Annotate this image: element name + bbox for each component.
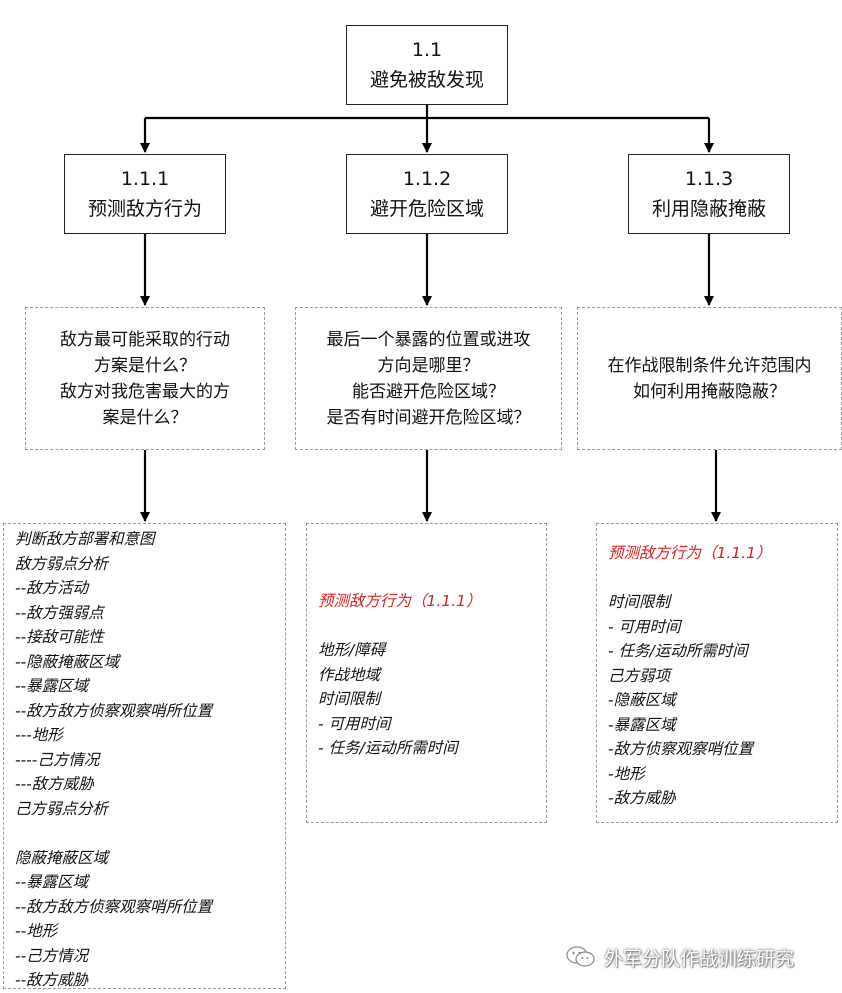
- detail-line: --敌方敌方侦察观察哨所位置: [15, 701, 213, 720]
- question-line: 敌方对我危害最大的方: [60, 381, 230, 402]
- detail-line: -敌方威胁: [608, 789, 676, 807]
- detail-line: 己方弱点分析: [15, 799, 109, 818]
- detail-line: -隐蔽区域: [608, 691, 676, 709]
- question-line: 方案是什么？: [94, 355, 196, 376]
- detail-line: -地形: [608, 764, 645, 783]
- question-line: 敌方最可能采取的行动: [60, 329, 230, 350]
- branch-2-id: 1.1.2: [402, 168, 452, 190]
- watermark: 外军分队作战训练研究: [566, 944, 794, 970]
- question-box-3: 在作战限制条件允许范围内 如何利用掩蔽隐蔽？: [577, 307, 842, 450]
- detail-line: --地形: [15, 922, 58, 940]
- detail-line: 己方弱项: [608, 666, 671, 685]
- detail-line: --隐蔽掩蔽区域: [15, 652, 120, 671]
- detail-line: --敌方威胁: [15, 971, 89, 989]
- question-line: 是否有时间避开危险区域？: [326, 407, 531, 428]
- detail-line: --接敌可能性: [15, 628, 104, 646]
- detail-line: --己方情况: [15, 946, 89, 965]
- branch-3-id: 1.1.3: [684, 168, 734, 190]
- question-line: 最后一个暴露的位置或进攻: [326, 329, 531, 350]
- detail-line: - 任务/运动所需时间: [318, 739, 458, 757]
- question-line: 案是什么？: [102, 407, 188, 428]
- detail-line: - 可用时间: [318, 714, 391, 733]
- branch-node-1: 1.1.1 预测敌方行为: [64, 154, 226, 234]
- detail-line: --敌方强弱点: [15, 603, 104, 622]
- details-box-1: 判断敌方部署和意图 敌方弱点分析 --敌方活动 --敌方强弱点 --接敌可能性 …: [3, 523, 286, 989]
- detail-line: [15, 821, 285, 846]
- root-title: 避免被敌发现: [369, 69, 484, 91]
- detail-line: ----己方情况: [15, 750, 100, 769]
- branch-3-title: 利用隐蔽掩蔽: [651, 198, 766, 220]
- detail-line: --暴露区域: [15, 677, 89, 695]
- detail-line: -暴露区域: [608, 715, 676, 734]
- detail-line: ---敌方威胁: [15, 775, 94, 793]
- question-box-1: 敌方最可能采取的行动 方案是什么？ 敌方对我危害最大的方 案是什么？: [25, 307, 265, 450]
- question-box-2: 最后一个暴露的位置或进攻 方向是哪里？ 能否避开危险区域？ 是否有时间避开危险区…: [295, 307, 562, 450]
- question-line: 方向是哪里？: [377, 355, 480, 376]
- detail-line: 时间限制: [608, 593, 671, 611]
- detail-line: -敌方侦察观察哨位置: [608, 740, 754, 758]
- question-line: 能否避开危险区域？: [352, 381, 505, 402]
- question-line: 在作战限制条件允许范围内: [607, 355, 812, 376]
- detail-line: 作战地域: [318, 665, 381, 684]
- detail-line: - 可用时间: [608, 617, 681, 636]
- question-line: 如何利用掩蔽隐蔽？: [633, 381, 786, 402]
- root-node: 1.1 避免被敌发现: [346, 25, 508, 105]
- detail-line: ---地形: [15, 726, 63, 744]
- branch-node-2: 1.1.2 避开危险区域: [346, 154, 508, 234]
- detail-line: 敌方弱点分析: [15, 554, 109, 573]
- reference-link-1.1.1: 预测敌方行为（1.1.1）: [608, 544, 772, 562]
- branch-1-title: 预测敌方行为: [87, 198, 202, 220]
- branch-1-id: 1.1.1: [120, 168, 170, 190]
- spacer: [318, 614, 546, 639]
- detail-line: --敌方活动: [15, 579, 89, 597]
- branch-node-3: 1.1.3 利用隐蔽掩蔽: [628, 154, 790, 234]
- detail-line: --敌方敌方侦察观察哨所位置: [15, 897, 213, 916]
- details-box-3: 预测敌方行为（1.1.1） 时间限制 - 可用时间 - 任务/运动所需时间 己方…: [596, 523, 838, 823]
- detail-line: - 任务/运动所需时间: [608, 642, 748, 660]
- root-id: 1.1: [411, 39, 443, 61]
- detail-line: 时间限制: [318, 690, 381, 708]
- reference-link-1.1.1: 预测敌方行为（1.1.1）: [318, 592, 482, 610]
- details-box-2: 预测敌方行为（1.1.1） 地形/障碍 作战地域 时间限制 - 可用时间 - 任…: [306, 523, 547, 823]
- detail-line: 判断敌方部署和意图: [15, 530, 155, 548]
- spacer: [608, 566, 837, 591]
- wechat-icon: [566, 946, 595, 967]
- detail-line: 地形/障碍: [318, 641, 386, 659]
- watermark-text: 外军分队作战训练研究: [604, 947, 795, 970]
- detail-line: 隐蔽掩蔽区域: [15, 848, 109, 867]
- branch-2-title: 避开危险区域: [369, 198, 484, 220]
- detail-line: --暴露区域: [15, 873, 89, 891]
